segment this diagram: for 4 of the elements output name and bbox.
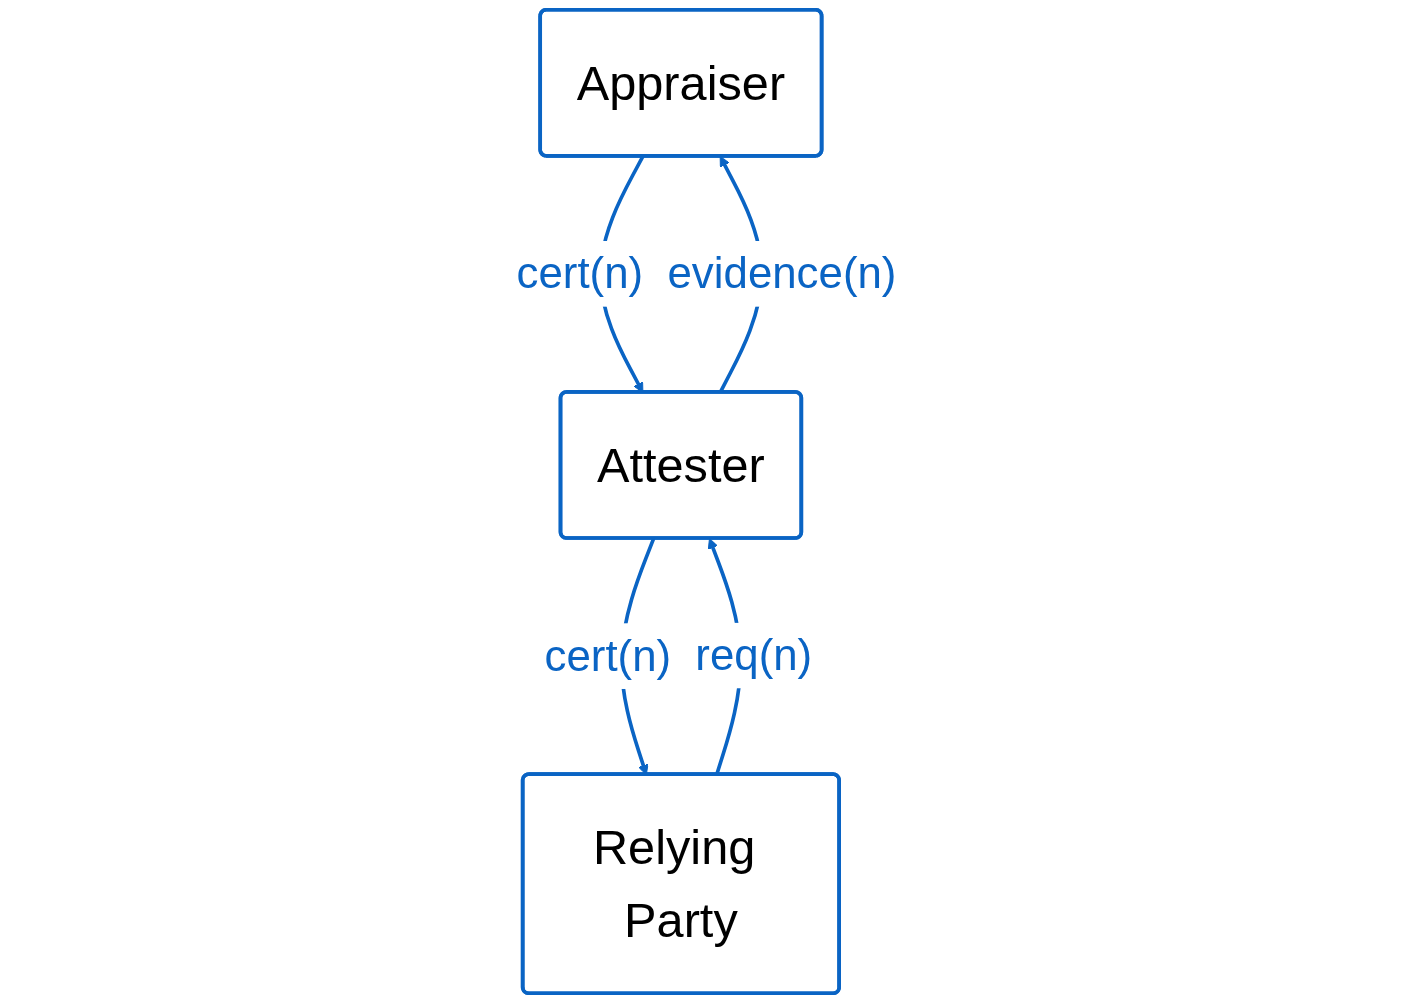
edge-label: cert(n) <box>516 248 644 299</box>
edge-label: evidence(n) <box>667 248 897 299</box>
edge-label: req(n) <box>695 629 813 680</box>
edge-label: cert(n) <box>544 630 672 681</box>
